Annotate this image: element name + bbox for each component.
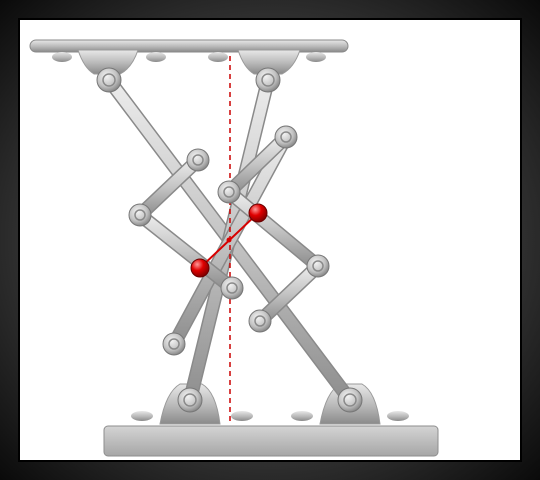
- mechanism-svg: [29, 39, 439, 457]
- joint-left-outer[interactable]: [128, 203, 152, 227]
- top-right-bracket: [237, 49, 301, 75]
- joint-center-upper[interactable]: [217, 180, 241, 204]
- simulation-canvas[interactable]: [18, 18, 522, 462]
- joint-base-right[interactable]: [337, 387, 363, 413]
- joint-base-left[interactable]: [177, 387, 203, 413]
- joint-top-left[interactable]: [96, 67, 122, 93]
- top-plate-bolts: [52, 52, 326, 62]
- joint-upper-left[interactable]: [186, 148, 210, 172]
- joint-lower-left[interactable]: [162, 332, 186, 356]
- top-plate[interactable]: [29, 39, 349, 75]
- joint-lower-right[interactable]: [248, 309, 272, 333]
- base-block[interactable]: [103, 383, 439, 457]
- joint-right-outer[interactable]: [306, 254, 330, 278]
- top-left-bracket: [77, 49, 139, 75]
- tracking-marker[interactable]: [190, 203, 268, 278]
- joint-upper-right[interactable]: [274, 125, 298, 149]
- marker-ball-left: [190, 258, 210, 278]
- marker-ball-right: [248, 203, 268, 223]
- base-bolts: [131, 411, 409, 421]
- joint-top-right[interactable]: [255, 67, 281, 93]
- marker-midpoint: [226, 237, 232, 243]
- joints: [96, 67, 363, 413]
- joint-center-lower[interactable]: [220, 276, 244, 300]
